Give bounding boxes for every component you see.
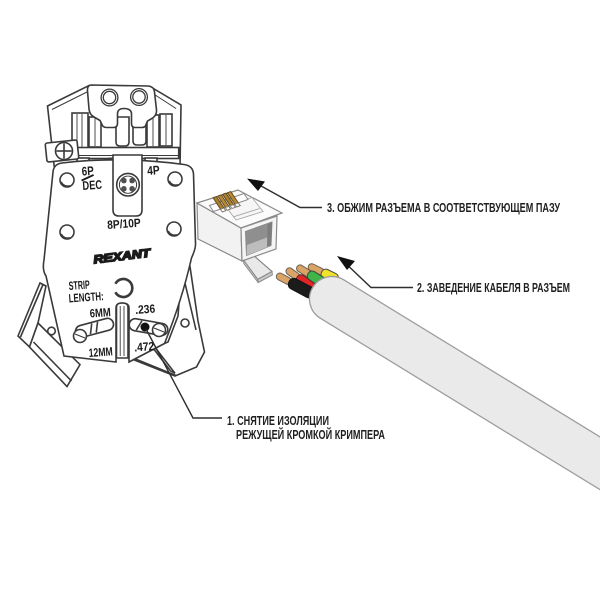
- svg-text:2. ЗАВЕДЕНИЕ КАБЕЛЯ В РАЗЪЕМ: 2. ЗАВЕДЕНИЕ КАБЕЛЯ В РАЗЪЕМ: [417, 281, 570, 295]
- svg-text:LENGTH:: LENGTH:: [68, 289, 104, 305]
- svg-text:1. СНЯТИЕ ИЗОЛЯЦИИ: 1. СНЯТИЕ ИЗОЛЯЦИИ: [227, 414, 329, 428]
- svg-text:8P/10P: 8P/10P: [107, 216, 141, 232]
- svg-text:3. ОБЖИМ РАЗЪЕМА В СООТВЕТСТВУ: 3. ОБЖИМ РАЗЪЕМА В СООТВЕТСТВУЮЩЕМ ПАЗУ: [327, 201, 560, 215]
- svg-text:.236: .236: [135, 302, 156, 317]
- svg-text:DEC: DEC: [82, 178, 102, 193]
- svg-text:4P: 4P: [147, 163, 160, 178]
- svg-text:6P: 6P: [81, 164, 94, 179]
- svg-text:.472: .472: [134, 339, 155, 354]
- svg-text:6MM: 6MM: [89, 305, 111, 320]
- svg-text:STRIP: STRIP: [68, 278, 90, 293]
- svg-text:12MM: 12MM: [88, 344, 113, 360]
- svg-text:РЕЖУЩЕЙ КРОМКОЙ КРИМПЕРА: РЕЖУЩЕЙ КРОМКОЙ КРИМПЕРА: [236, 427, 385, 442]
